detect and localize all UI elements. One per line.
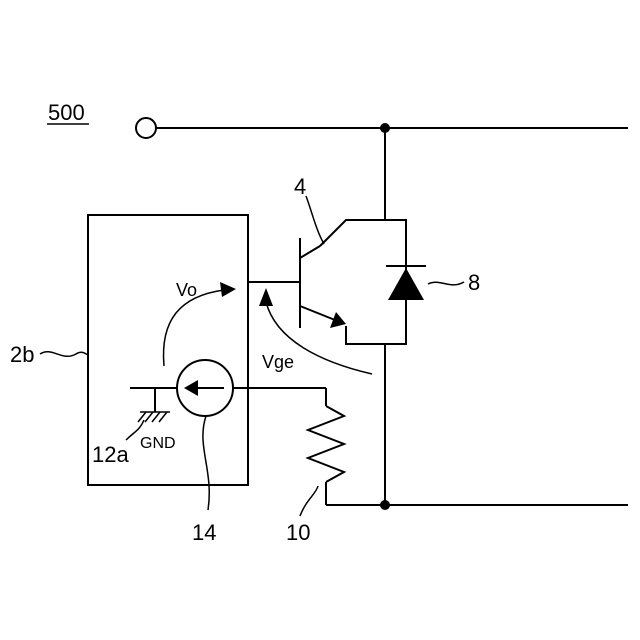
leader-current-source <box>203 416 209 510</box>
vo-label: Vo <box>176 280 197 300</box>
current-source-label: 14 <box>192 520 216 545</box>
figure-ref-label: 500 <box>48 100 85 125</box>
leader-driver <box>40 352 88 357</box>
vge-label: Vge <box>262 352 294 372</box>
ground-ref-label: 12a <box>92 442 129 467</box>
diode-label: 8 <box>468 270 480 295</box>
current-source-symbol <box>177 360 233 416</box>
driver-block-label: 2b <box>10 342 34 367</box>
vo-arrow <box>164 282 237 366</box>
ground-symbol <box>138 412 170 422</box>
leader-resistor <box>300 486 318 516</box>
transistor-label: 4 <box>294 174 306 199</box>
leader-diode <box>428 282 464 285</box>
leader-transistor <box>306 196 324 244</box>
ground-text-label: GND <box>140 435 176 452</box>
diode-symbol <box>386 266 426 300</box>
resistor-label: 10 <box>286 520 310 545</box>
input-terminal <box>136 118 156 138</box>
igbt-module <box>300 220 406 344</box>
resistor-symbol <box>308 406 344 482</box>
